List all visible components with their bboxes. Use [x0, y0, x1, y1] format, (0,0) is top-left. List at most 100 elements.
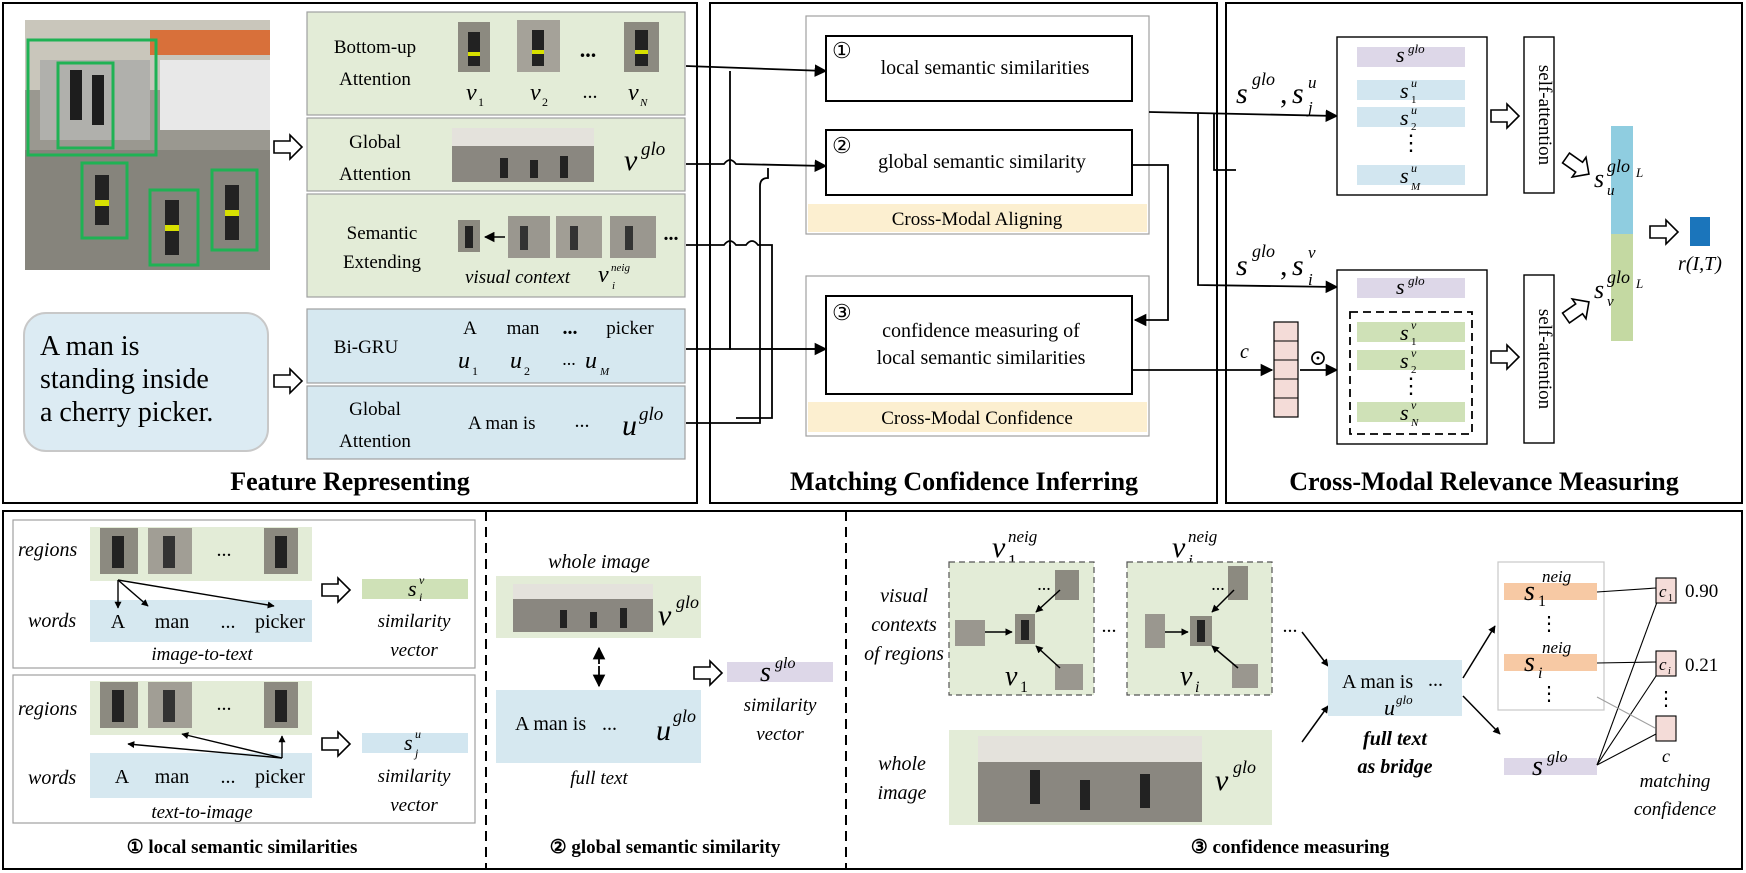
- bigru-label: Bi-GRU: [334, 337, 399, 358]
- c-cell: [1655, 715, 1677, 742]
- svg-text:A: A: [111, 611, 126, 633]
- svg-text:u: u: [1308, 73, 1317, 92]
- svg-text:glo: glo: [1547, 749, 1567, 766]
- svg-text:v: v: [1180, 661, 1193, 692]
- svg-text:v: v: [1607, 294, 1614, 310]
- svg-text:s: s: [1524, 647, 1535, 678]
- u-dots: ...: [562, 349, 576, 369]
- confidence-whole-image: [978, 736, 1202, 822]
- svg-text:...: ...: [1283, 615, 1298, 637]
- svg-text:1: 1: [1020, 679, 1028, 696]
- svg-text:contexts: contexts: [871, 614, 937, 636]
- to-bridge-arrows: [1301, 625, 1501, 743]
- svg-text:s: s: [1400, 348, 1409, 373]
- text-global-label-1: Global: [349, 399, 401, 420]
- vglo-var: v: [624, 144, 638, 177]
- caption-box: A man is standing inside a cherry picker…: [23, 312, 269, 452]
- uglo-sup: glo: [639, 404, 663, 425]
- u2-var: u: [510, 348, 522, 374]
- svg-text:u: u: [1607, 183, 1615, 199]
- svg-text:glo: glo: [1607, 156, 1630, 176]
- svg-text:...: ...: [221, 766, 236, 788]
- context-dots: ...: [664, 223, 679, 245]
- svg-text:picker: picker: [255, 611, 305, 633]
- confidence-label-2: local semantic similarities: [877, 347, 1086, 369]
- bottom-up-attention-row: Bottom-up Attention ... v 1 v 2 ... v N: [306, 11, 686, 116]
- svg-text:s: s: [1594, 275, 1604, 304]
- bridge-box: [1328, 660, 1462, 716]
- uglo-var: u: [622, 409, 637, 442]
- svg-text:s: s: [1400, 163, 1409, 188]
- i2t-regions-label: regions: [18, 539, 77, 561]
- bottom-panel: ... regions A man ... picker words image…: [2, 510, 1743, 870]
- matching-to-relevance-connectors: [1132, 109, 1339, 377]
- ci-value: 0.21: [1685, 655, 1718, 676]
- context-thumb-2: [556, 216, 602, 258]
- svg-text:image: image: [878, 782, 927, 804]
- svg-text:v: v: [1005, 661, 1018, 692]
- text-global-attention-row: Global Attention A man is ... u glo: [306, 385, 686, 460]
- v2-var: v: [530, 80, 541, 106]
- svg-text:glo: glo: [1252, 241, 1275, 261]
- svg-text:glo: glo: [673, 706, 696, 726]
- svg-text:s: s: [1236, 77, 1248, 110]
- u2-sub: 2: [524, 364, 530, 378]
- sv-bar: [1611, 234, 1633, 341]
- full-text-label: full text: [570, 768, 628, 789]
- svg-text:s: s: [1400, 78, 1409, 103]
- whole-image-thumb: [452, 128, 594, 182]
- feature-representing-title: Feature Representing: [230, 467, 470, 496]
- self-attention-v: self-attention: [1523, 274, 1555, 444]
- svg-text:⋮: ⋮: [1656, 688, 1676, 710]
- global-hollow-arrow: [693, 660, 723, 686]
- svg-text:of regions: of regions: [864, 643, 944, 665]
- global-to-confidence-connector: [1132, 164, 1169, 327]
- confidence-section-caption: ③ confidence measuring: [1191, 837, 1390, 858]
- svg-text:similarity: similarity: [378, 766, 451, 787]
- svg-text:⋮: ⋮: [1400, 130, 1422, 155]
- c1-value: 0.90: [1685, 581, 1718, 602]
- svg-text:1: 1: [1008, 551, 1017, 570]
- svg-text:...: ...: [1211, 574, 1225, 594]
- svg-text:s: s: [1524, 576, 1535, 607]
- svg-text:man: man: [155, 766, 189, 788]
- svg-text:⋮: ⋮: [1539, 613, 1559, 635]
- text-to-features-arrow: [273, 368, 303, 394]
- stack-v-to-attn-arrow: [1490, 344, 1520, 370]
- u1-sub: 1: [472, 364, 478, 378]
- global-similarity-section: whole image v glo A man is ... u glo ful…: [496, 551, 833, 858]
- c1-cell: [1655, 577, 1677, 604]
- v1neig-label: v 1 neig: [992, 527, 1037, 570]
- svg-text:,: ,: [1280, 77, 1288, 110]
- region-thumb-2: [517, 20, 560, 72]
- vN-var: v: [628, 80, 639, 106]
- svg-text:neig: neig: [1188, 527, 1217, 546]
- i2t-label: image-to-text: [151, 644, 253, 665]
- feature-to-matching-connectors: [685, 64, 828, 424]
- output-label: r(I,T): [1678, 253, 1722, 275]
- attn-v-to-sv-arrow: [1558, 291, 1597, 329]
- svg-text:s: s: [1400, 320, 1409, 345]
- context-center-thumb: [458, 220, 480, 252]
- vneig-sub: i: [612, 280, 615, 292]
- vneig-sup: neig: [611, 262, 630, 274]
- v1-var: v: [466, 80, 477, 106]
- global-section-caption: ② global semantic similarity: [550, 837, 781, 858]
- svg-text:2: 2: [1411, 364, 1417, 376]
- t2i-label: text-to-image: [151, 802, 252, 823]
- svg-text:glo: glo: [1233, 757, 1256, 777]
- svg-text:vector: vector: [390, 640, 438, 661]
- matching-confidence-title: Matching Confidence Inferring: [790, 467, 1138, 496]
- local-similarity-section: ... regions A man ... picker words image…: [12, 519, 476, 858]
- text-global-label-2: Attention: [339, 431, 411, 452]
- text-global-dots: ...: [575, 410, 590, 432]
- svg-text:s: s: [1236, 249, 1248, 282]
- relevance-panel: s glo , s j u s glo , s i v c: [1132, 2, 1743, 504]
- input-u-label: s glo , s j u: [1236, 69, 1317, 117]
- relevance-title: Cross-Modal Relevance Measuring: [1289, 467, 1678, 496]
- bigru-row: Bi-GRU A man ... picker u 1 u 2 ... u M: [306, 308, 686, 384]
- svg-text:A man is: A man is: [1342, 671, 1413, 693]
- svg-text:j: j: [1306, 98, 1313, 117]
- svg-text:glo: glo: [1607, 267, 1630, 287]
- whole-image-label: whole image: [548, 551, 650, 573]
